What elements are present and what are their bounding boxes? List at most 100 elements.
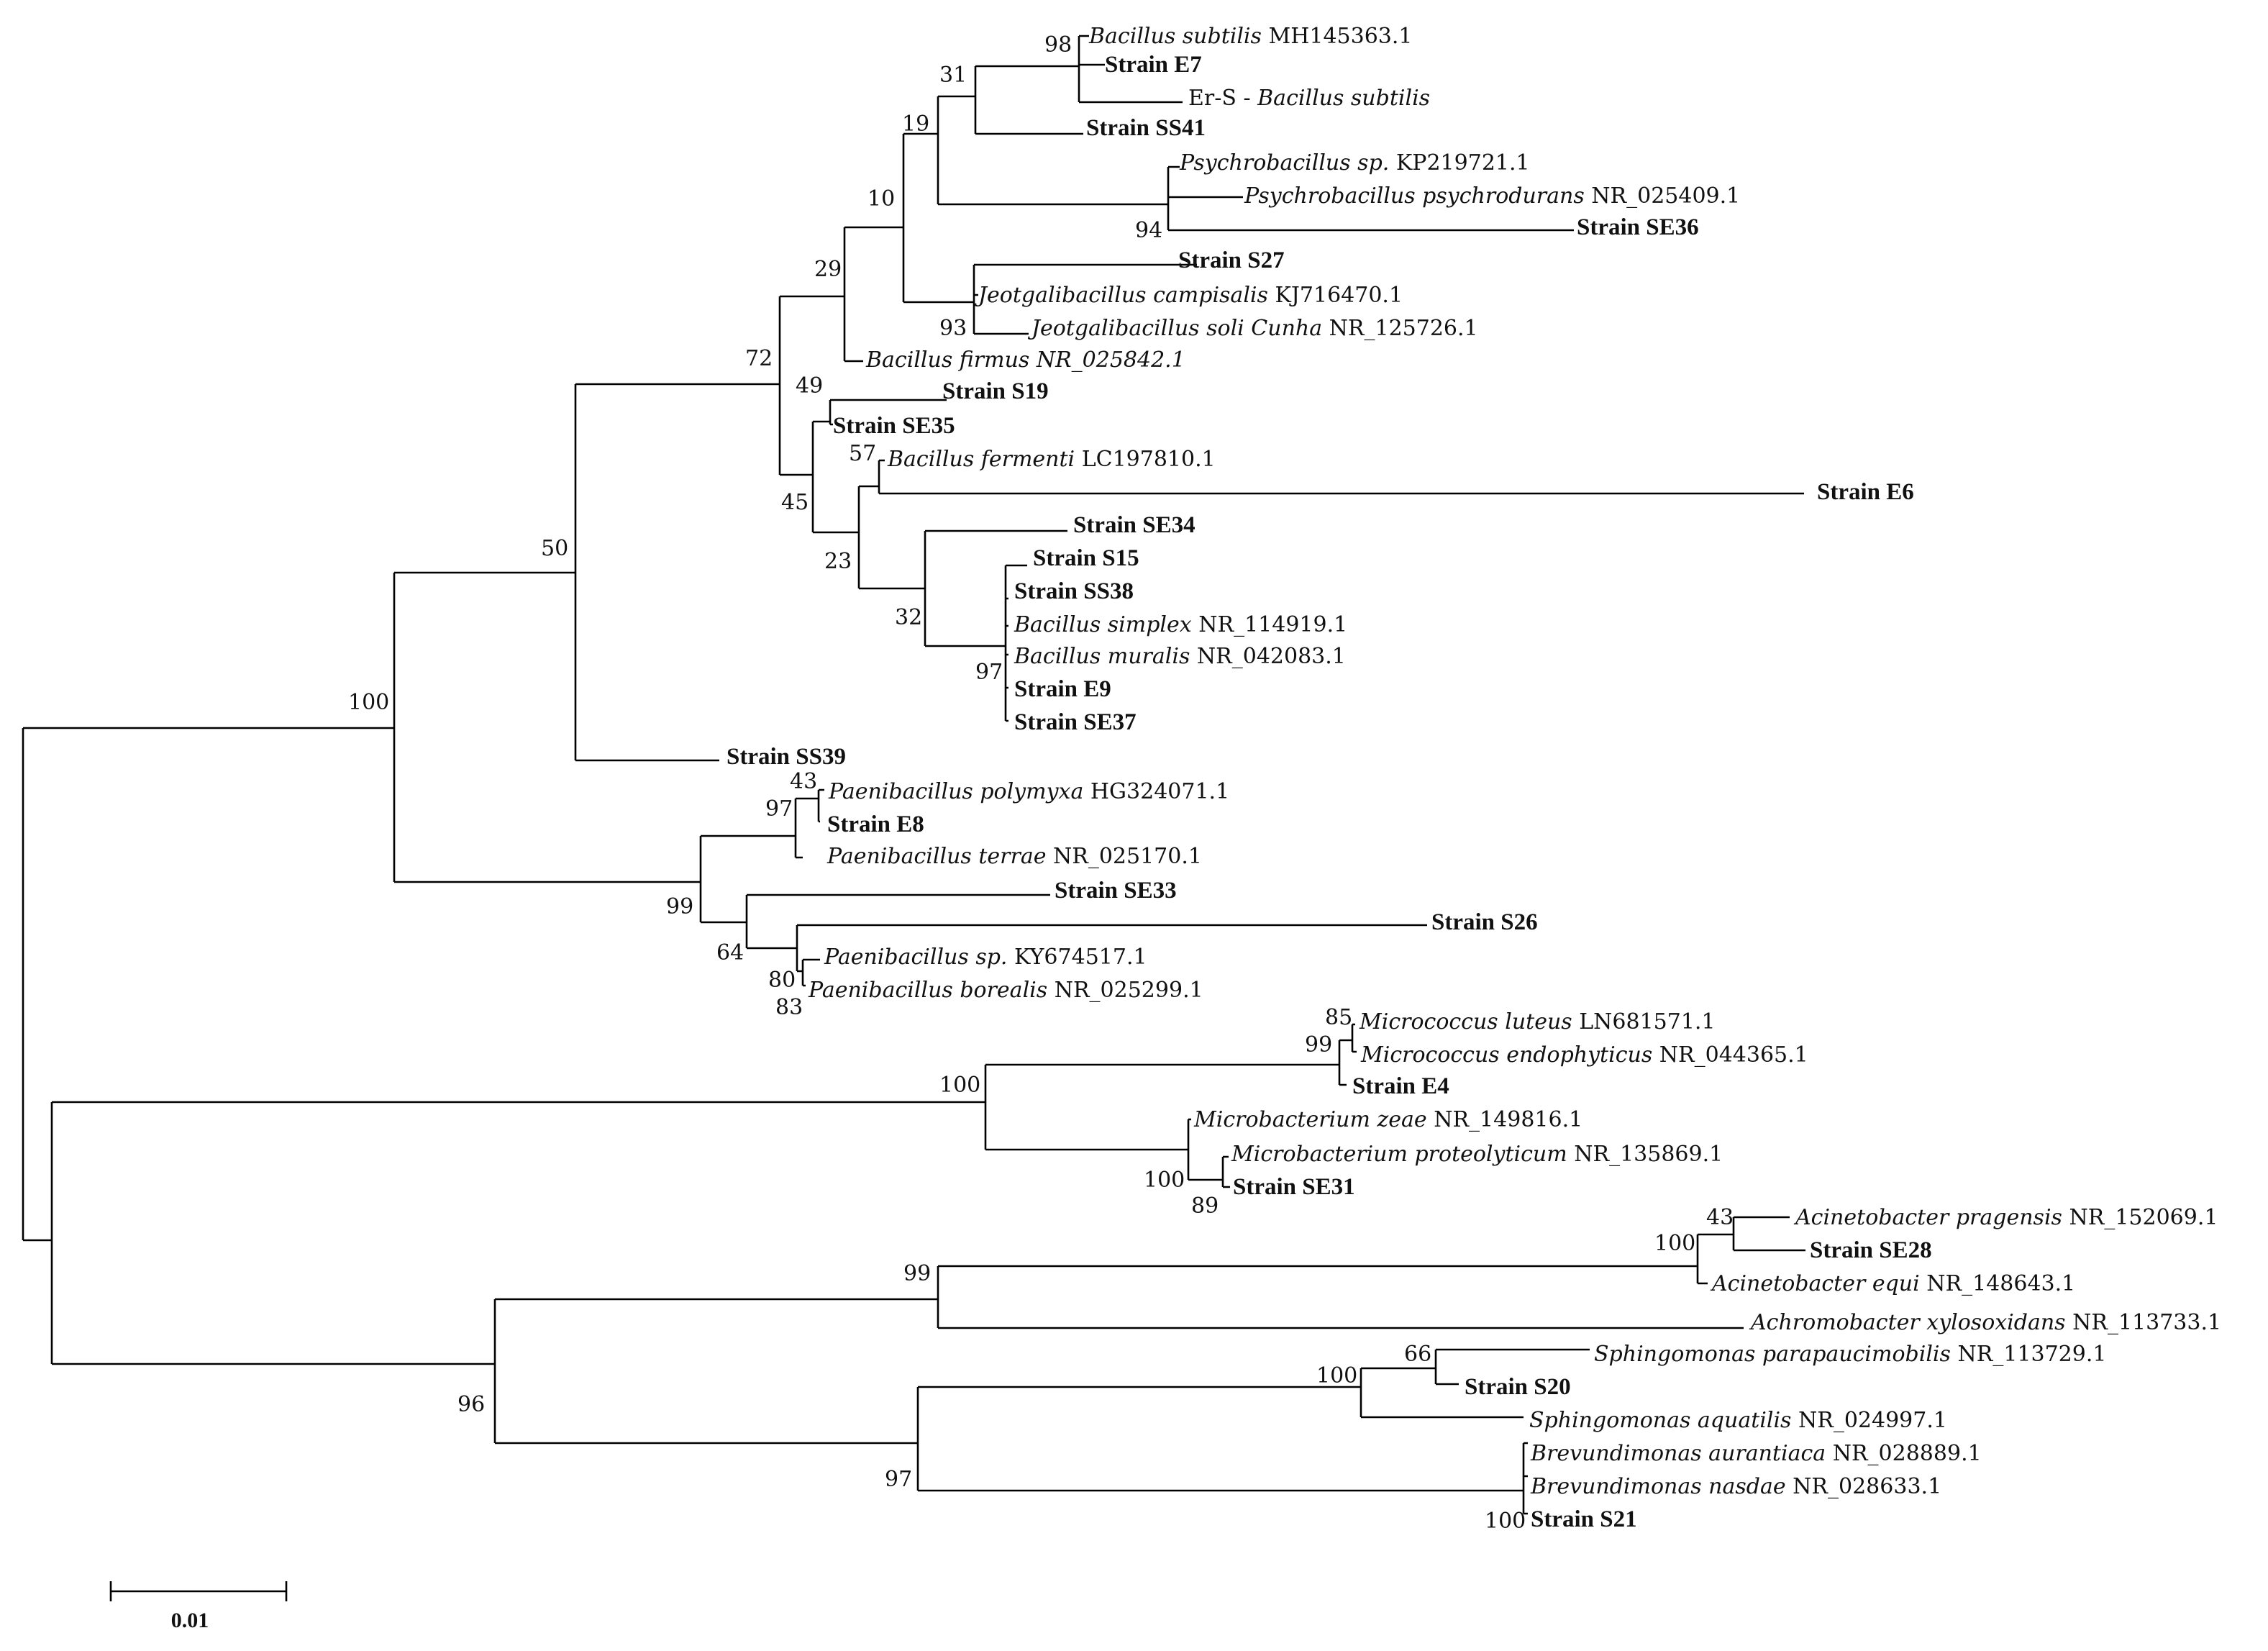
branch-node-93 — [973, 263, 1197, 335]
branch-node-89 — [1221, 1155, 1230, 1188]
taxon-label: Bacillus simplex NR_114919.1 — [1014, 612, 1347, 637]
taxon-label: Strain SE35 — [833, 413, 955, 439]
taxon-label: Strain SS41 — [1086, 115, 1206, 141]
taxon-label: Micrococcus luteus LN681571.1 — [1359, 1009, 1716, 1034]
scale-bar-line — [109, 1581, 288, 1601]
taxon-label: Bacillus fermenti LC197810.1 — [887, 447, 1216, 472]
bootstrap-value: 100 — [1654, 1231, 1695, 1256]
branch-node-outgroup — [50, 1101, 985, 1365]
branch-node-32 — [924, 529, 1067, 647]
bootstrap-value: 23 — [824, 549, 852, 574]
branch-node-64 — [745, 893, 1050, 950]
branch-node-23 — [857, 485, 925, 590]
taxon-labels: Bacillus subtilis MH145363.1 Strain E7 E… — [727, 24, 2221, 1533]
taxon-label: Acinetobacter equi NR_148643.1 — [1710, 1271, 2075, 1296]
branch-node-100b — [984, 1063, 1339, 1151]
taxon-label: Psychrobacillus psychrodurans NR_025409.… — [1244, 183, 1740, 209]
bootstrap-value: 49 — [796, 373, 823, 399]
taxon-label: Micrococcus endophyticus NR_044365.1 — [1360, 1042, 1808, 1068]
taxon-label: Strain SE37 — [1014, 709, 1137, 735]
branch-node-43a — [817, 788, 824, 823]
taxon-label: Microbacterium proteolyticum NR_135869.1 — [1231, 1142, 1723, 1167]
bootstrap-value: 98 — [1044, 32, 1072, 58]
taxon-label: Paenibacillus sp. KY674517.1 — [824, 945, 1147, 970]
branch-node-29 — [843, 226, 903, 363]
taxon-label: Er-S - Bacillus subtilis — [1188, 86, 1430, 111]
taxon-label: Paenibacillus polymyxa HG324071.1 — [828, 779, 1229, 804]
branch-node-72 — [778, 295, 844, 476]
taxon-label: Acinetobacter pragensis NR_152069.1 — [1793, 1205, 2218, 1230]
taxon-label: Strain S21 — [1531, 1506, 1637, 1532]
branch-node-100e — [1360, 1367, 1524, 1419]
taxon-label: Strain SE34 — [1073, 512, 1196, 538]
bootstrap-value: 99 — [903, 1261, 931, 1286]
branch-node-97c — [916, 1386, 1524, 1492]
taxon-label: Strain S15 — [1033, 545, 1139, 571]
branch-node-66 — [1434, 1348, 1590, 1386]
bootstrap-value: 93 — [939, 316, 967, 341]
branch-node-99a — [699, 834, 796, 924]
taxon-label: Strain E7 — [1105, 52, 1202, 78]
taxon-label: Strain E4 — [1352, 1073, 1449, 1099]
branch-node-43b — [1732, 1216, 1805, 1252]
branch-node-97a — [1004, 564, 1027, 722]
branch-root — [22, 727, 394, 1242]
taxon-label: Strain SE36 — [1577, 214, 1699, 240]
bootstrap-value: 31 — [939, 63, 967, 88]
branch-node-100a — [393, 571, 701, 883]
bootstrap-value: 83 — [775, 995, 803, 1020]
taxon-label: Brevundimonas aurantiaca NR_028889.1 — [1530, 1441, 1982, 1466]
taxon-label: Paenibacillus borealis NR_025299.1 — [808, 978, 1203, 1003]
branch-node-10 — [902, 132, 974, 304]
bootstrap-value: 97 — [975, 660, 1003, 685]
bootstrap-value: 45 — [781, 490, 809, 515]
taxon-label: Strain E9 — [1014, 676, 1111, 702]
bootstrap-value: 99 — [666, 894, 693, 919]
branch-node-85 — [1351, 1023, 1357, 1053]
bootstrap-value: 99 — [1305, 1032, 1332, 1058]
taxon-label: Jeotgalibacillus soli Cunha NR_125726.1 — [1027, 316, 1478, 341]
taxon-label: Sphingomonas aquatilis NR_024997.1 — [1529, 1408, 1947, 1433]
branch-node-45 — [811, 420, 859, 534]
tree-branches — [22, 35, 1805, 1601]
bootstrap-value: 100 — [1316, 1363, 1357, 1388]
bootstrap-value: 10 — [867, 186, 895, 212]
taxon-label: Bacillus muralis NR_042083.1 — [1014, 644, 1346, 669]
bootstrap-value: 94 — [1135, 218, 1162, 243]
taxon-label: Strain S27 — [1178, 247, 1285, 273]
branch-node-57 — [878, 459, 1804, 495]
taxon-label: Strain SE28 — [1810, 1237, 1932, 1263]
taxon-label: Paenibacillus terrae NR_025170.1 — [826, 844, 1202, 869]
bootstrap-value: 32 — [895, 605, 922, 630]
bootstrap-value: 80 — [768, 968, 796, 993]
branch-node-97b — [794, 797, 819, 859]
taxon-label: Strain S19 — [942, 378, 1049, 404]
taxon-label: Strain S20 — [1465, 1374, 1571, 1400]
bootstrap-value: 64 — [716, 940, 744, 965]
taxon-label: Strain E8 — [827, 811, 924, 837]
bootstrap-value: 19 — [902, 112, 929, 137]
bootstrap-value: 72 — [745, 346, 773, 371]
bootstrap-value: 100 — [939, 1073, 980, 1098]
taxon-label: Strain SE33 — [1055, 878, 1177, 904]
branch-node-100d — [1696, 1233, 1734, 1285]
taxon-label: Strain SE31 — [1233, 1174, 1355, 1200]
bootstrap-value: 89 — [1191, 1193, 1219, 1219]
scale-bar-label: 0.01 — [171, 1609, 209, 1632]
bootstrap-value: 66 — [1404, 1342, 1431, 1367]
bootstrap-values: 98 31 19 10 94 29 93 72 49 57 45 23 32 9… — [348, 32, 1734, 1534]
branch-node-100c — [1187, 1118, 1223, 1181]
branch-node-83 — [801, 958, 820, 987]
branch-node-98 — [1078, 35, 1183, 104]
bootstrap-value: 97 — [885, 1467, 912, 1492]
taxon-label: Strain E6 — [1817, 479, 1914, 505]
bootstrap-value: 100 — [348, 690, 389, 715]
taxon-label: Microbacterium zeae NR_149816.1 — [1193, 1107, 1582, 1132]
bootstrap-value: 96 — [457, 1392, 485, 1417]
taxon-label: Sphingomonas parapaucimobilis NR_113729.… — [1594, 1342, 2106, 1367]
bootstrap-value: 97 — [765, 796, 793, 822]
taxon-label: Strain SS38 — [1014, 578, 1134, 604]
taxon-label: Bacillus firmus NR_025842.1 — [865, 347, 1185, 373]
branch-node-99c — [937, 1265, 1744, 1329]
